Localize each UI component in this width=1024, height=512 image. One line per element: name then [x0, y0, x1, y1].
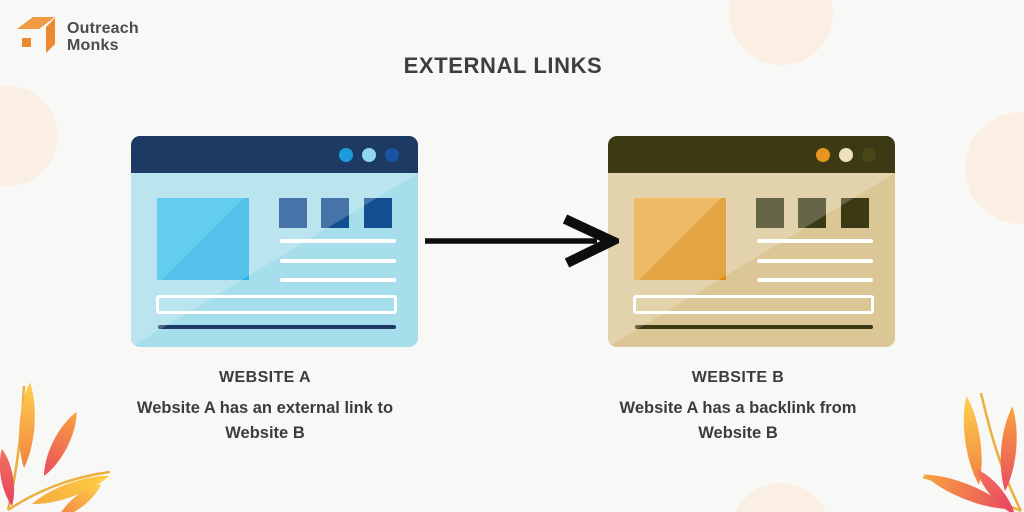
browser-dot-icon: [862, 147, 876, 162]
logo-text-line2: Monks: [67, 36, 119, 54]
website-b-label: WEBSITE B: [691, 369, 785, 386]
text-line: [757, 239, 873, 243]
page-title: EXTERNAL LINKS: [403, 53, 603, 78]
search-bar-outline: [633, 295, 874, 314]
website-a-description: Website A has an external link to Websit…: [136, 399, 394, 442]
arrow-right-icon: [419, 211, 624, 276]
text-line: [280, 259, 396, 263]
nav-block: [756, 198, 784, 228]
browser-dots: [339, 147, 399, 162]
browser-dot-icon: [385, 147, 399, 162]
website-a-page-body: [131, 173, 418, 347]
leaf-decoration-right: [899, 387, 1024, 512]
browser-dot-icon: [839, 147, 853, 162]
leaf-decoration-left: [0, 372, 140, 512]
footer-line: [635, 325, 873, 329]
browser-dot-icon: [339, 147, 353, 162]
website-a-browser-header: [131, 136, 418, 173]
nav-block: [798, 198, 826, 228]
nav-block: [841, 198, 869, 228]
browser-dot-icon: [816, 147, 830, 162]
website-b-caption: WEBSITE B Website A has a backlink from …: [588, 369, 888, 446]
browser-dot-icon: [362, 147, 376, 162]
website-a-label: WEBSITE A: [219, 369, 311, 386]
nav-block: [279, 198, 307, 228]
search-bar-outline: [156, 295, 397, 314]
footer-line: [158, 325, 396, 329]
website-b-browser-header: [608, 136, 895, 173]
website-a-caption: WEBSITE A Website A has an external link…: [115, 369, 415, 446]
hero-image-block: [634, 198, 726, 280]
nav-block: [364, 198, 392, 228]
logo-text: Outreach Monks: [67, 20, 139, 54]
logo-text-line1: Outreach: [67, 19, 139, 37]
background-circle: [965, 112, 1024, 224]
text-line: [280, 239, 396, 243]
text-line: [757, 278, 873, 282]
website-a-window: [131, 136, 418, 347]
browser-dots: [816, 147, 876, 162]
logo-cube-icon: [14, 14, 58, 59]
background-circle: [0, 86, 58, 186]
website-b-window: [608, 136, 895, 347]
website-b-page-body: [608, 173, 895, 347]
outreach-monks-logo: Outreach Monks: [14, 14, 139, 59]
website-b-description: Website A has a backlink from Website B: [619, 399, 857, 442]
hero-image-block: [157, 198, 249, 280]
background-circle: [731, 483, 831, 512]
nav-block: [321, 198, 349, 228]
text-line: [280, 278, 396, 282]
text-line: [757, 259, 873, 263]
